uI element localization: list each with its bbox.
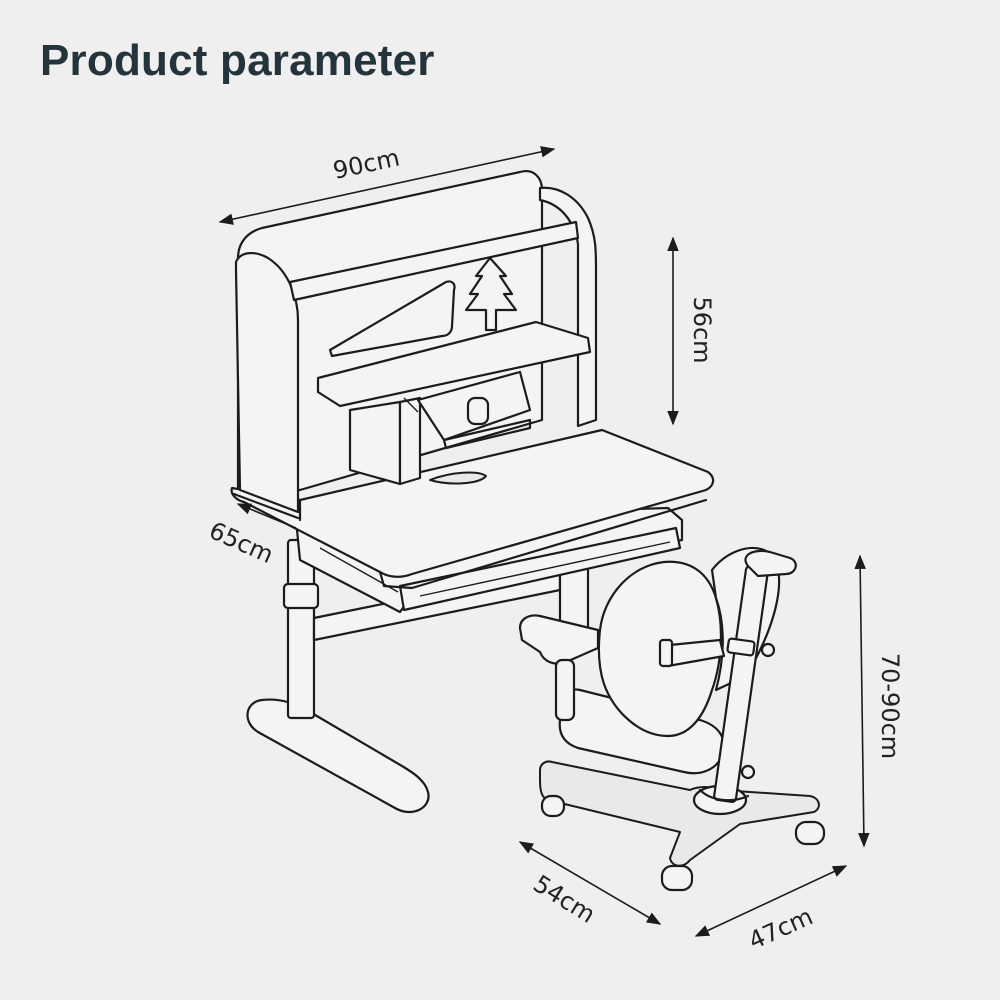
chair-height-label: 70-90cm — [876, 653, 904, 759]
page-title: Product parameter — [40, 36, 435, 85]
tree-cutout — [464, 256, 518, 332]
hutch-left-panel — [234, 252, 300, 514]
chair-width-dimension-line — [694, 865, 848, 937]
desk-top — [230, 428, 715, 578]
width-dimension-line — [218, 146, 556, 225]
desk-depth-label: 65cm — [205, 516, 278, 569]
chair-base — [539, 760, 820, 867]
hutch-right-panel — [538, 186, 598, 428]
chair-wheel — [540, 794, 566, 818]
chair-depth-dimension-line — [518, 841, 662, 925]
chair-height-dimension-line — [854, 554, 870, 848]
chair-wheel — [794, 820, 826, 846]
desk-illustration — [230, 170, 715, 814]
desk-width-label: 90cm — [331, 144, 402, 185]
chair-wheel — [660, 864, 694, 892]
desk-depth-dimension-line — [236, 503, 297, 529]
hutch-cabinet — [348, 400, 402, 486]
hutch-top-shelf — [288, 220, 580, 302]
chair-illustration — [518, 546, 826, 892]
chair-armrest — [518, 614, 600, 665]
chair-handle — [744, 549, 797, 578]
hutch-middle-shelf — [316, 320, 592, 408]
hutch-height-label: 56cm — [688, 296, 716, 363]
triangle-cutout — [328, 280, 456, 358]
desk-left-leg — [286, 538, 316, 720]
chair-width-label: 47cm — [744, 902, 817, 955]
desk-left-foot — [246, 698, 430, 814]
chair-depth-label: 54cm — [528, 870, 600, 929]
